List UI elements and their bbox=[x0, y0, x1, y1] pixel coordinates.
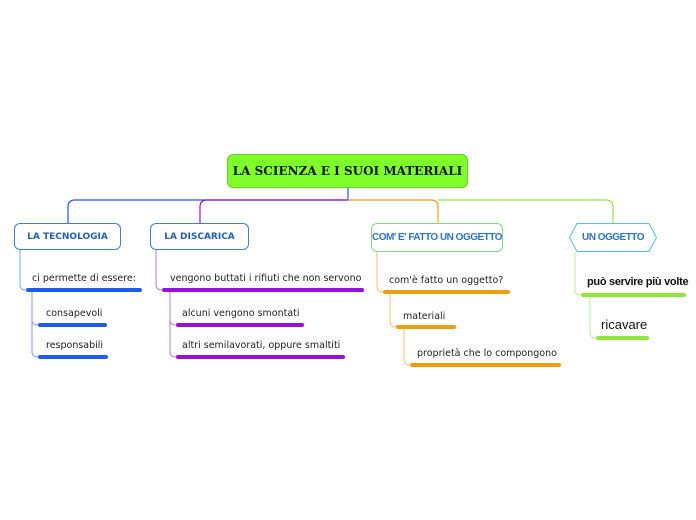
connector-root-discarica bbox=[199, 199, 348, 223]
subtopic-puo-servire[interactable]: può servire più volte bbox=[587, 276, 689, 288]
connector-dis-3 bbox=[169, 320, 177, 358]
topic-com-e-fatto-un-oggetto[interactable]: COM' E' FATTO UN OGGETTO bbox=[371, 223, 503, 252]
topic-label: COM' E' FATTO UN OGGETTO bbox=[372, 232, 502, 243]
connector-com-1 bbox=[376, 252, 384, 293]
central-topic[interactable]: LA SCIENZA E I SUOI MATERIALI bbox=[227, 154, 468, 188]
connector-root-oggetto bbox=[438, 199, 614, 223]
topic-label: LA DISCARICA bbox=[164, 231, 235, 242]
topic-label: UN OGGETTO bbox=[581, 232, 645, 243]
connector-tec-3 bbox=[31, 320, 39, 358]
connector-root-tecnologia bbox=[67, 188, 349, 223]
connector-tec-2 bbox=[31, 290, 39, 326]
connector-dis-1 bbox=[155, 250, 163, 291]
topic-la-tecnologia[interactable]: LA TECNOLOGIA bbox=[14, 223, 121, 250]
connector-com-2 bbox=[389, 292, 397, 328]
subtopic-alcuni-smontati[interactable]: alcuni vengono smontati bbox=[182, 308, 300, 319]
connector-ogg-1 bbox=[574, 252, 582, 296]
connector-root-com bbox=[348, 199, 439, 223]
subtopic-materiali[interactable]: materiali bbox=[403, 311, 446, 322]
central-topic-label: LA SCIENZA E I SUOI MATERIALI bbox=[232, 164, 463, 178]
subtopic-responsabili[interactable]: responsabili bbox=[46, 340, 104, 351]
connector-ogg-2 bbox=[589, 295, 597, 339]
subtopic-proprieta[interactable]: proprietà che lo compongono bbox=[417, 348, 557, 359]
subtopic-ci-permette-di-essere[interactable]: ci permette di essere: bbox=[32, 273, 136, 284]
connector-dis-2 bbox=[169, 290, 177, 326]
topic-la-discarica[interactable]: LA DISCARICA bbox=[150, 223, 249, 250]
subtopic-come-fatto-domanda[interactable]: com'è fatto un oggetto? bbox=[389, 275, 504, 286]
subtopic-vengono-buttati[interactable]: vengono buttati i rifiuti che non servon… bbox=[170, 273, 362, 284]
topic-label: LA TECNOLOGIA bbox=[27, 231, 108, 242]
subtopic-ricavare[interactable]: ricavare bbox=[601, 317, 648, 332]
hexagon-shape bbox=[569, 223, 657, 252]
connector-com-3 bbox=[403, 327, 411, 366]
connector-tec-1 bbox=[19, 250, 27, 291]
subtopic-consapevoli[interactable]: consapevoli bbox=[46, 308, 103, 319]
topic-un-oggetto[interactable]: UN OGGETTO bbox=[569, 223, 657, 252]
subtopic-altri-semilavorati[interactable]: altri semilavorati, oppure smaltiti bbox=[182, 340, 341, 351]
